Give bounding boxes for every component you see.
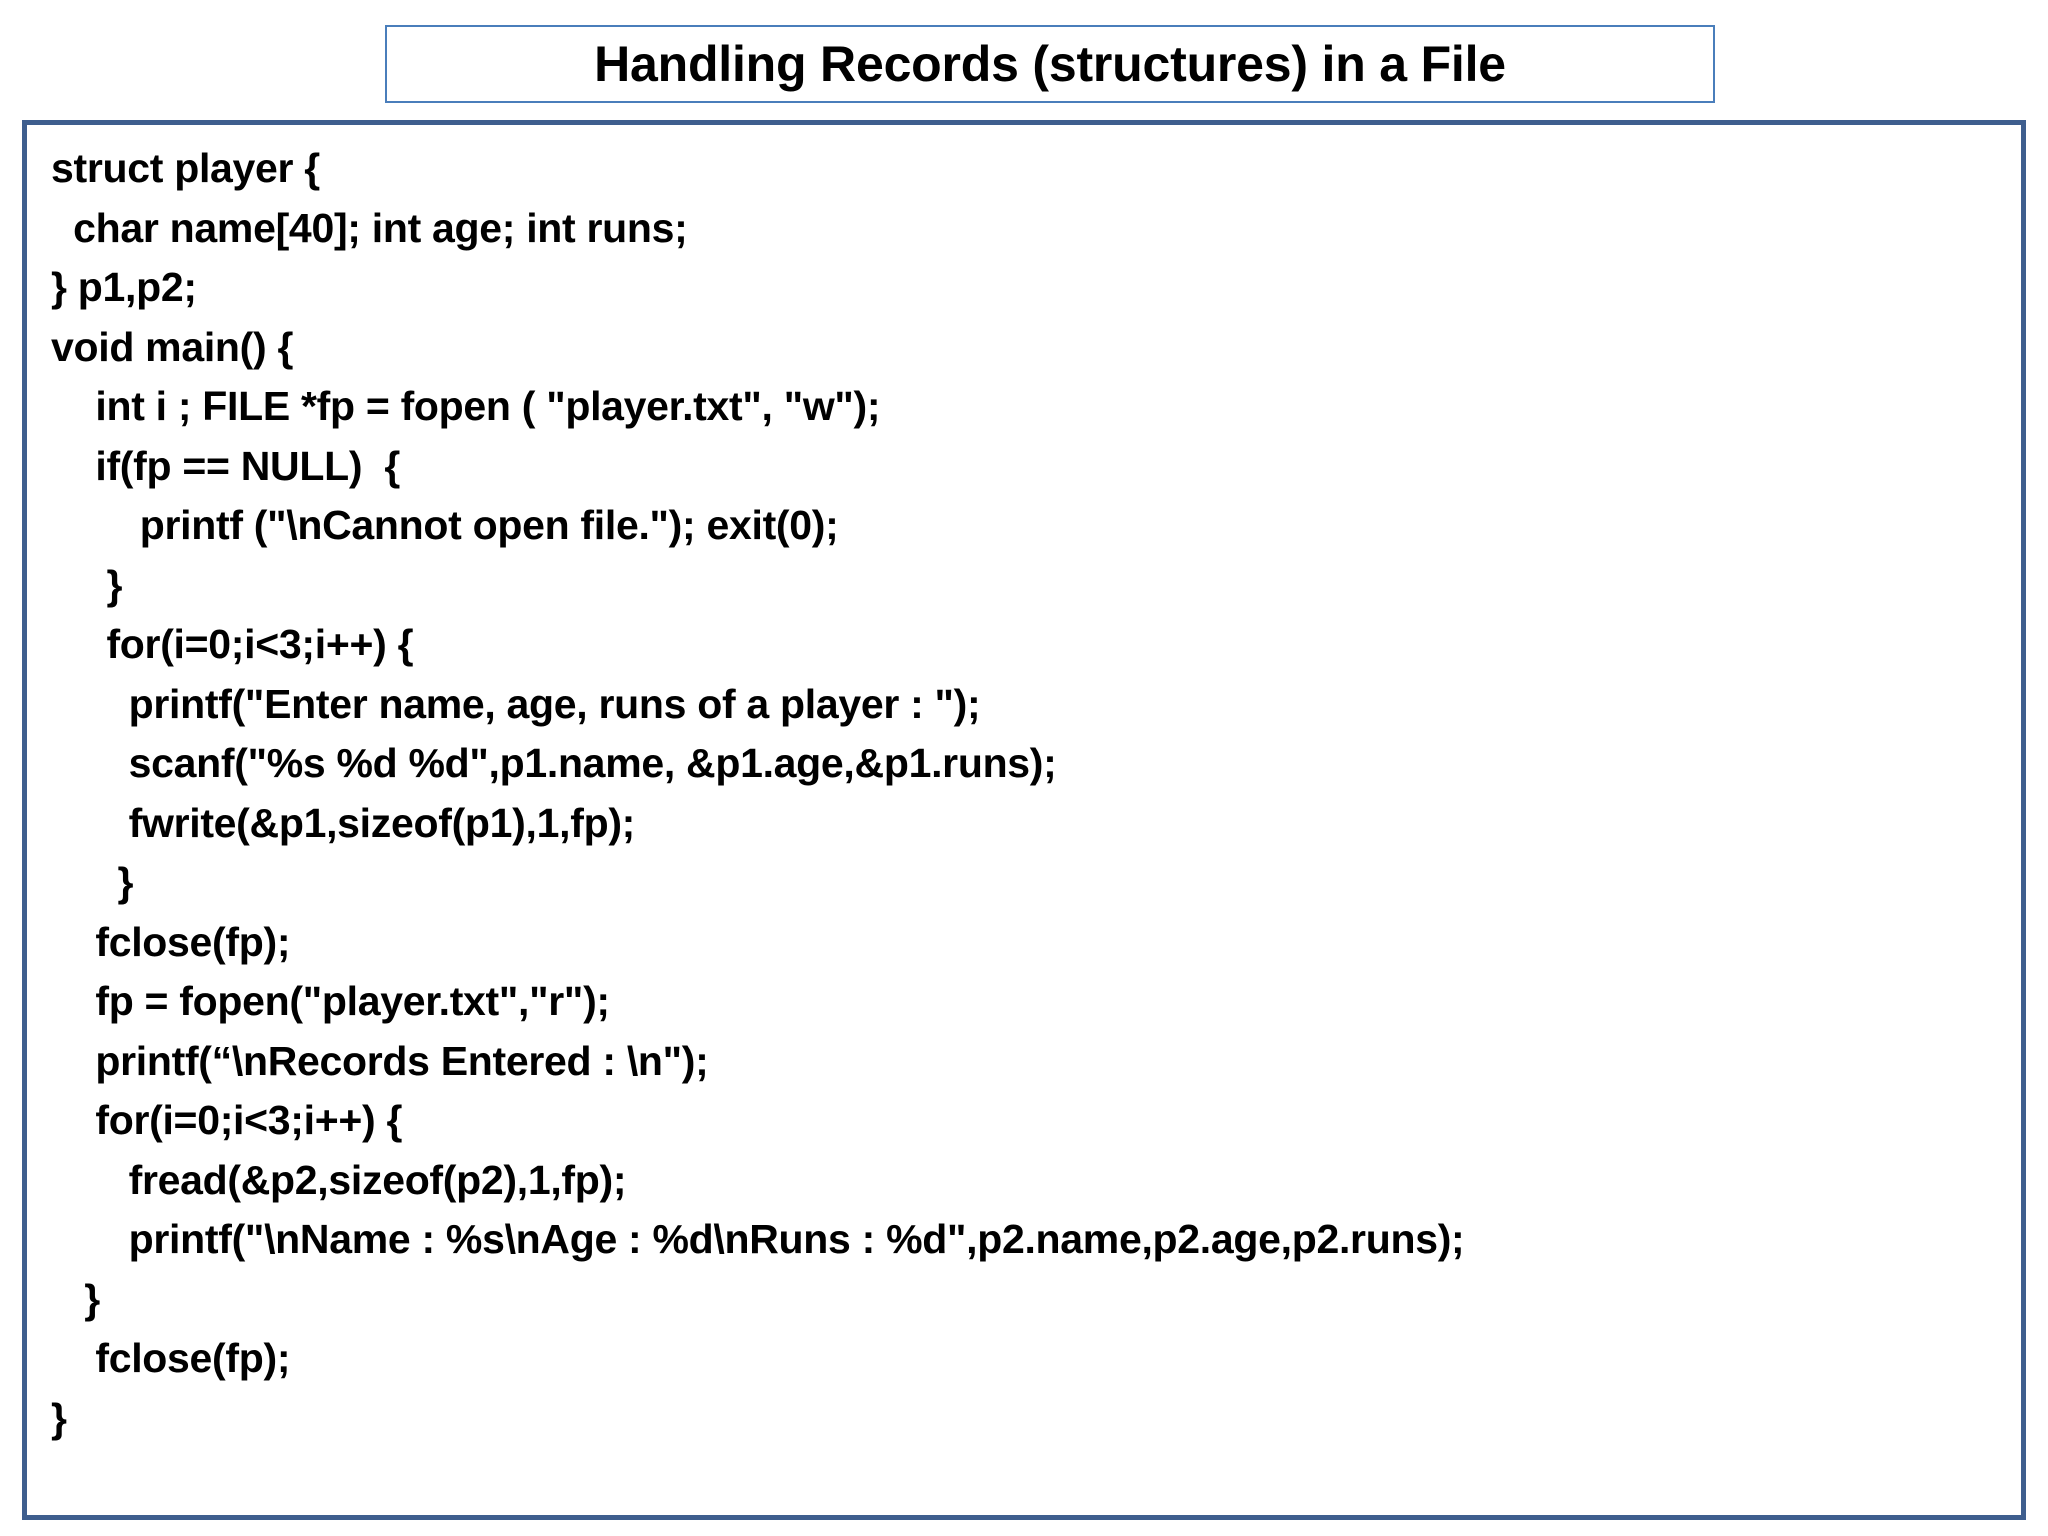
code-block-container: struct player { char name[40]; int age; … [22, 120, 2026, 1520]
code-line: for(i=0;i<3;i++) { [51, 621, 414, 667]
code-line: } [51, 561, 123, 608]
code-line: for(i=0;i<3;i++) { [51, 1097, 403, 1143]
code-line: fread(&p2,sizeof(p2),1,fp); [51, 1156, 627, 1203]
code-line-list: struct player { char name[40]; int age; … [51, 139, 2003, 1448]
code-line: fclose(fp); [51, 1335, 291, 1381]
code-line: if(fp == NULL) { [51, 442, 401, 489]
page-title: Handling Records (structures) in a File [594, 36, 1506, 92]
code-line: } [51, 1394, 67, 1441]
code-line: struct player { [51, 145, 320, 191]
code-line: int i ; FILE *fp = fopen ( "player.txt",… [51, 383, 881, 429]
slide-title-box: Handling Records (structures) in a File [385, 25, 1715, 103]
code-line: printf ("\nCannot open file."); exit(0); [51, 502, 839, 548]
code-line: } [51, 1275, 100, 1322]
code-line: fp = fopen("player.txt","r"); [51, 978, 610, 1024]
code-line: fclose(fp); [51, 918, 291, 965]
code-line: } p1,p2; [51, 264, 197, 310]
code-line: void main() { [51, 323, 294, 370]
code-line: printf("\nName : %s\nAge : %d\nRuns : %d… [51, 1216, 1465, 1262]
code-line: fwrite(&p1,sizeof(p1),1,fp); [51, 799, 636, 846]
code-line: printf(“\nRecords Entered : \n"); [51, 1037, 709, 1084]
code-line: char name[40]; int age; int runs; [51, 204, 688, 251]
code-line: scanf("%s %d %d",p1.name, &p1.age,&p1.ru… [51, 740, 1057, 786]
code-line: } [51, 859, 134, 905]
code-line: printf("Enter name, age, runs of a playe… [51, 680, 981, 727]
